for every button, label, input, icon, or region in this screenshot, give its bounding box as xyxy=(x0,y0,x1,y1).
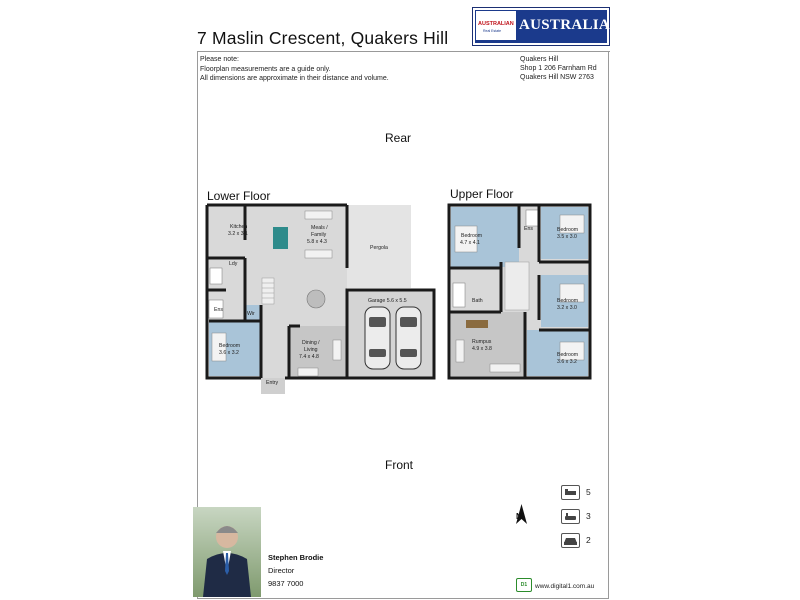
lower-floor-label: Lower Floor xyxy=(207,189,271,203)
label-wir: Wir xyxy=(247,311,255,317)
label-bed3: Bedroom xyxy=(557,298,578,304)
rumpus-sofa xyxy=(455,339,465,363)
content-frame xyxy=(197,52,609,599)
label-bed4: Bedroom xyxy=(557,352,578,358)
agent-role: Director xyxy=(268,566,295,575)
car-left xyxy=(364,306,391,370)
family-sofa xyxy=(304,210,333,220)
label-entry: Entry xyxy=(266,380,279,386)
label-bed3-dim: 3.2 x 3.0 xyxy=(557,305,577,311)
logo-badge-sub: Real Estate xyxy=(483,29,502,33)
logo-badge-text: AUSTRALIAN xyxy=(478,21,514,27)
agent-name: Stephen Brodie xyxy=(268,553,324,562)
label-bedroom: Bedroom xyxy=(219,343,240,349)
office-address: Quakers Hill Shop 1 206 Farnham Rd Quake… xyxy=(520,55,597,82)
label-garage: Garage 5.6 x 5.5 xyxy=(368,298,407,304)
disclaimer-notes: Please note: Floorplan measurements are … xyxy=(200,55,389,84)
office-line-3: Quakers Hill NSW 2763 xyxy=(520,74,594,81)
rear-label: Rear xyxy=(385,131,412,145)
bed-3 xyxy=(559,283,585,303)
bed-2 xyxy=(559,214,585,234)
label-dining-dim: 7.4 x 4.8 xyxy=(299,354,319,360)
dining-table xyxy=(306,289,326,309)
wir-area xyxy=(245,305,261,321)
bath-icon xyxy=(561,509,580,524)
label-bed1: Bedroom xyxy=(461,233,482,239)
label-bath: Bath xyxy=(472,298,483,304)
label-rumpus: Rumpus xyxy=(472,339,492,345)
upper-floor-plan xyxy=(447,203,592,380)
north-compass-icon xyxy=(516,504,527,524)
label-pergola: Pergola xyxy=(370,245,388,251)
front-label: Front xyxy=(385,458,414,472)
label-ldy: Ldy xyxy=(229,261,238,267)
car-right xyxy=(395,306,422,370)
ensuite-fixture-upper xyxy=(525,209,539,227)
entry-area xyxy=(261,378,285,394)
bedroom-count: 5 xyxy=(586,487,591,497)
label-meals: Meals / xyxy=(311,225,328,231)
label-bed1-dim: 4.7 x 4.1 xyxy=(460,240,480,246)
lower-floor-plan xyxy=(205,203,436,394)
car-icon xyxy=(561,533,580,548)
label-bed4-dim: 3.6 x 3.2 xyxy=(557,359,577,365)
office-line-1: Quakers Hill xyxy=(520,56,559,63)
bathroom-count: 3 xyxy=(586,511,591,521)
bed-4 xyxy=(559,341,585,361)
lower-bed xyxy=(211,332,227,362)
living-sofa-2 xyxy=(332,339,342,361)
label-bedroom-dim: 3.6 x 3.2 xyxy=(219,350,239,356)
header-divider xyxy=(197,51,610,52)
upper-stairs xyxy=(504,261,530,311)
bed-icon xyxy=(561,485,580,500)
digital1-logo: D1 xyxy=(516,578,532,592)
note-line-1: Please note: xyxy=(200,56,239,63)
label-dining: Dining / xyxy=(302,340,320,346)
meals-table xyxy=(273,227,288,249)
label-rumpus-dim: 4.9 x 3.8 xyxy=(472,346,492,352)
family-sofa-2 xyxy=(304,249,333,259)
label-ens-upper: Ens xyxy=(524,226,533,232)
agency-logo[interactable]: AUSTRALIAN Real Estate Australian xyxy=(472,7,621,46)
pergola-area xyxy=(347,205,411,288)
upper-walls xyxy=(447,203,592,380)
label-meals-2: Family xyxy=(311,232,327,238)
ensuite-fixture xyxy=(208,299,224,319)
label-kitchen-dim: 3.2 x 3.1 xyxy=(228,231,248,237)
lower-walls xyxy=(205,203,349,380)
upper-floor-label: Upper Floor xyxy=(450,187,514,201)
footer-url[interactable]: www.digital1.com.au xyxy=(535,583,595,590)
agent-photo xyxy=(193,507,261,597)
label-dining-2: Living xyxy=(304,347,318,353)
note-line-3: All dimensions are approximate in their … xyxy=(200,75,389,82)
agent-phone[interactable]: 9837 7000 xyxy=(268,579,304,588)
garage-count: 2 xyxy=(586,535,591,545)
note-line-2: Floorplan measurements are a guide only. xyxy=(200,65,331,73)
property-title: 7 Maslin Crescent, Quakers Hill xyxy=(197,28,449,48)
logo-badge: AUSTRALIAN Real Estate xyxy=(476,11,516,40)
rumpus-table xyxy=(466,320,488,328)
office-line-2: Shop 1 206 Farnham Rd xyxy=(520,65,597,72)
north-label: N xyxy=(516,512,522,521)
label-kitchen: Kitchen xyxy=(230,224,247,230)
label-ens: Ens xyxy=(214,307,223,313)
label-bed2-dim: 3.5 x 3.0 xyxy=(557,234,577,240)
bathtub xyxy=(452,282,466,308)
label-bed2: Bedroom xyxy=(557,227,578,233)
bed-1 xyxy=(454,225,478,253)
laundry-fixture xyxy=(209,267,223,285)
label-meals-dim: 5.8 x 4.3 xyxy=(307,239,327,245)
logo-brand-name: Australian xyxy=(519,17,622,33)
living-sofa xyxy=(297,367,319,377)
rumpus-chairs xyxy=(489,363,521,373)
lower-stairs xyxy=(261,277,275,305)
